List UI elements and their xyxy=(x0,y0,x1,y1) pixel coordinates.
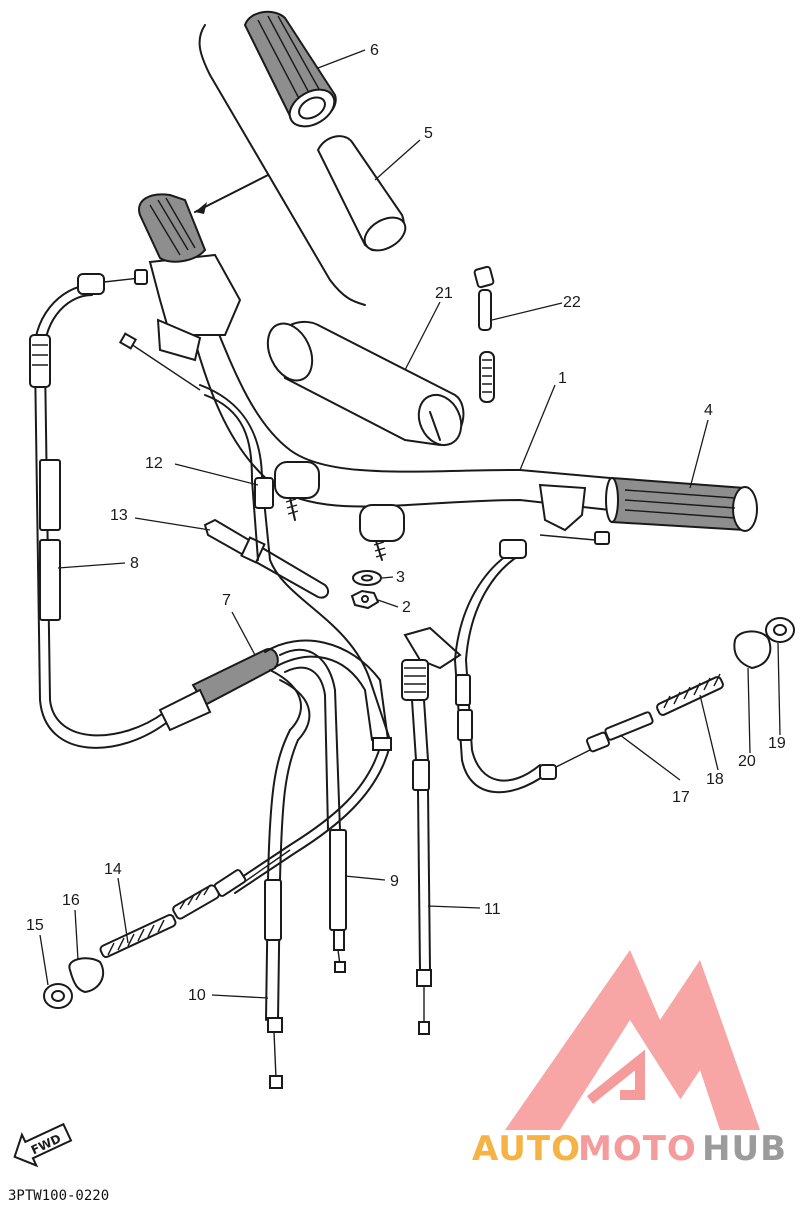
leader-lines xyxy=(39,49,781,999)
nut-and-washer xyxy=(350,570,382,610)
callout-14: 14 xyxy=(104,861,122,878)
callout-labels: 1 2 3 4 5 6 7 8 9 10 11 12 13 14 15 16 1… xyxy=(26,42,786,1004)
callout-7: 7 xyxy=(222,592,231,609)
watermark-auto: AUTO xyxy=(472,1129,581,1169)
callout-10: 10 xyxy=(188,987,206,1004)
diagram-code: 3PTW100-0220 xyxy=(8,1188,109,1204)
callout-8: 8 xyxy=(130,555,139,572)
watermark-moto: MOTO xyxy=(578,1129,697,1169)
callout-6: 6 xyxy=(370,42,379,59)
throttle-cable-assembly xyxy=(158,639,389,1089)
grip-inset xyxy=(194,10,407,306)
clamp-boss-left xyxy=(274,461,320,499)
watermark-logo: AUTO MOTO HUB xyxy=(472,950,787,1169)
callout-12: 12 xyxy=(145,455,163,472)
grip-right-loose xyxy=(266,320,465,447)
choke-cable xyxy=(118,332,392,894)
callout-20: 20 xyxy=(738,753,756,770)
screw xyxy=(473,265,495,403)
callout-17: 17 xyxy=(672,789,690,806)
callout-22: 22 xyxy=(563,294,581,311)
adjuster-left xyxy=(43,849,291,1009)
cable-tie xyxy=(203,518,329,599)
throttle-housing xyxy=(538,483,587,532)
callout-16: 16 xyxy=(62,892,80,909)
left-switch-housing xyxy=(148,253,242,336)
callout-1: 1 xyxy=(558,370,567,387)
callout-21: 21 xyxy=(435,285,453,302)
throttle-cable xyxy=(454,531,654,794)
adjuster-right xyxy=(656,617,795,716)
callout-11: 11 xyxy=(484,901,501,918)
grip-right-installed xyxy=(605,476,758,532)
callout-18: 18 xyxy=(706,771,724,788)
watermark-hub: HUB xyxy=(702,1129,787,1169)
callout-3: 3 xyxy=(396,569,405,586)
callout-15: 15 xyxy=(26,917,44,934)
callout-9: 9 xyxy=(390,873,399,890)
callout-4: 4 xyxy=(704,402,713,419)
clutch-cable xyxy=(29,269,206,749)
callout-19: 19 xyxy=(768,735,786,752)
callout-13: 13 xyxy=(110,507,128,524)
tachometer-cable xyxy=(401,626,462,1035)
forward-direction-badge: FWD xyxy=(13,1122,73,1168)
callout-5: 5 xyxy=(424,125,433,142)
callout-2: 2 xyxy=(402,599,411,616)
handlebar xyxy=(148,253,611,561)
clamp-boss-right xyxy=(359,504,405,542)
left-grip-installed xyxy=(138,193,207,263)
